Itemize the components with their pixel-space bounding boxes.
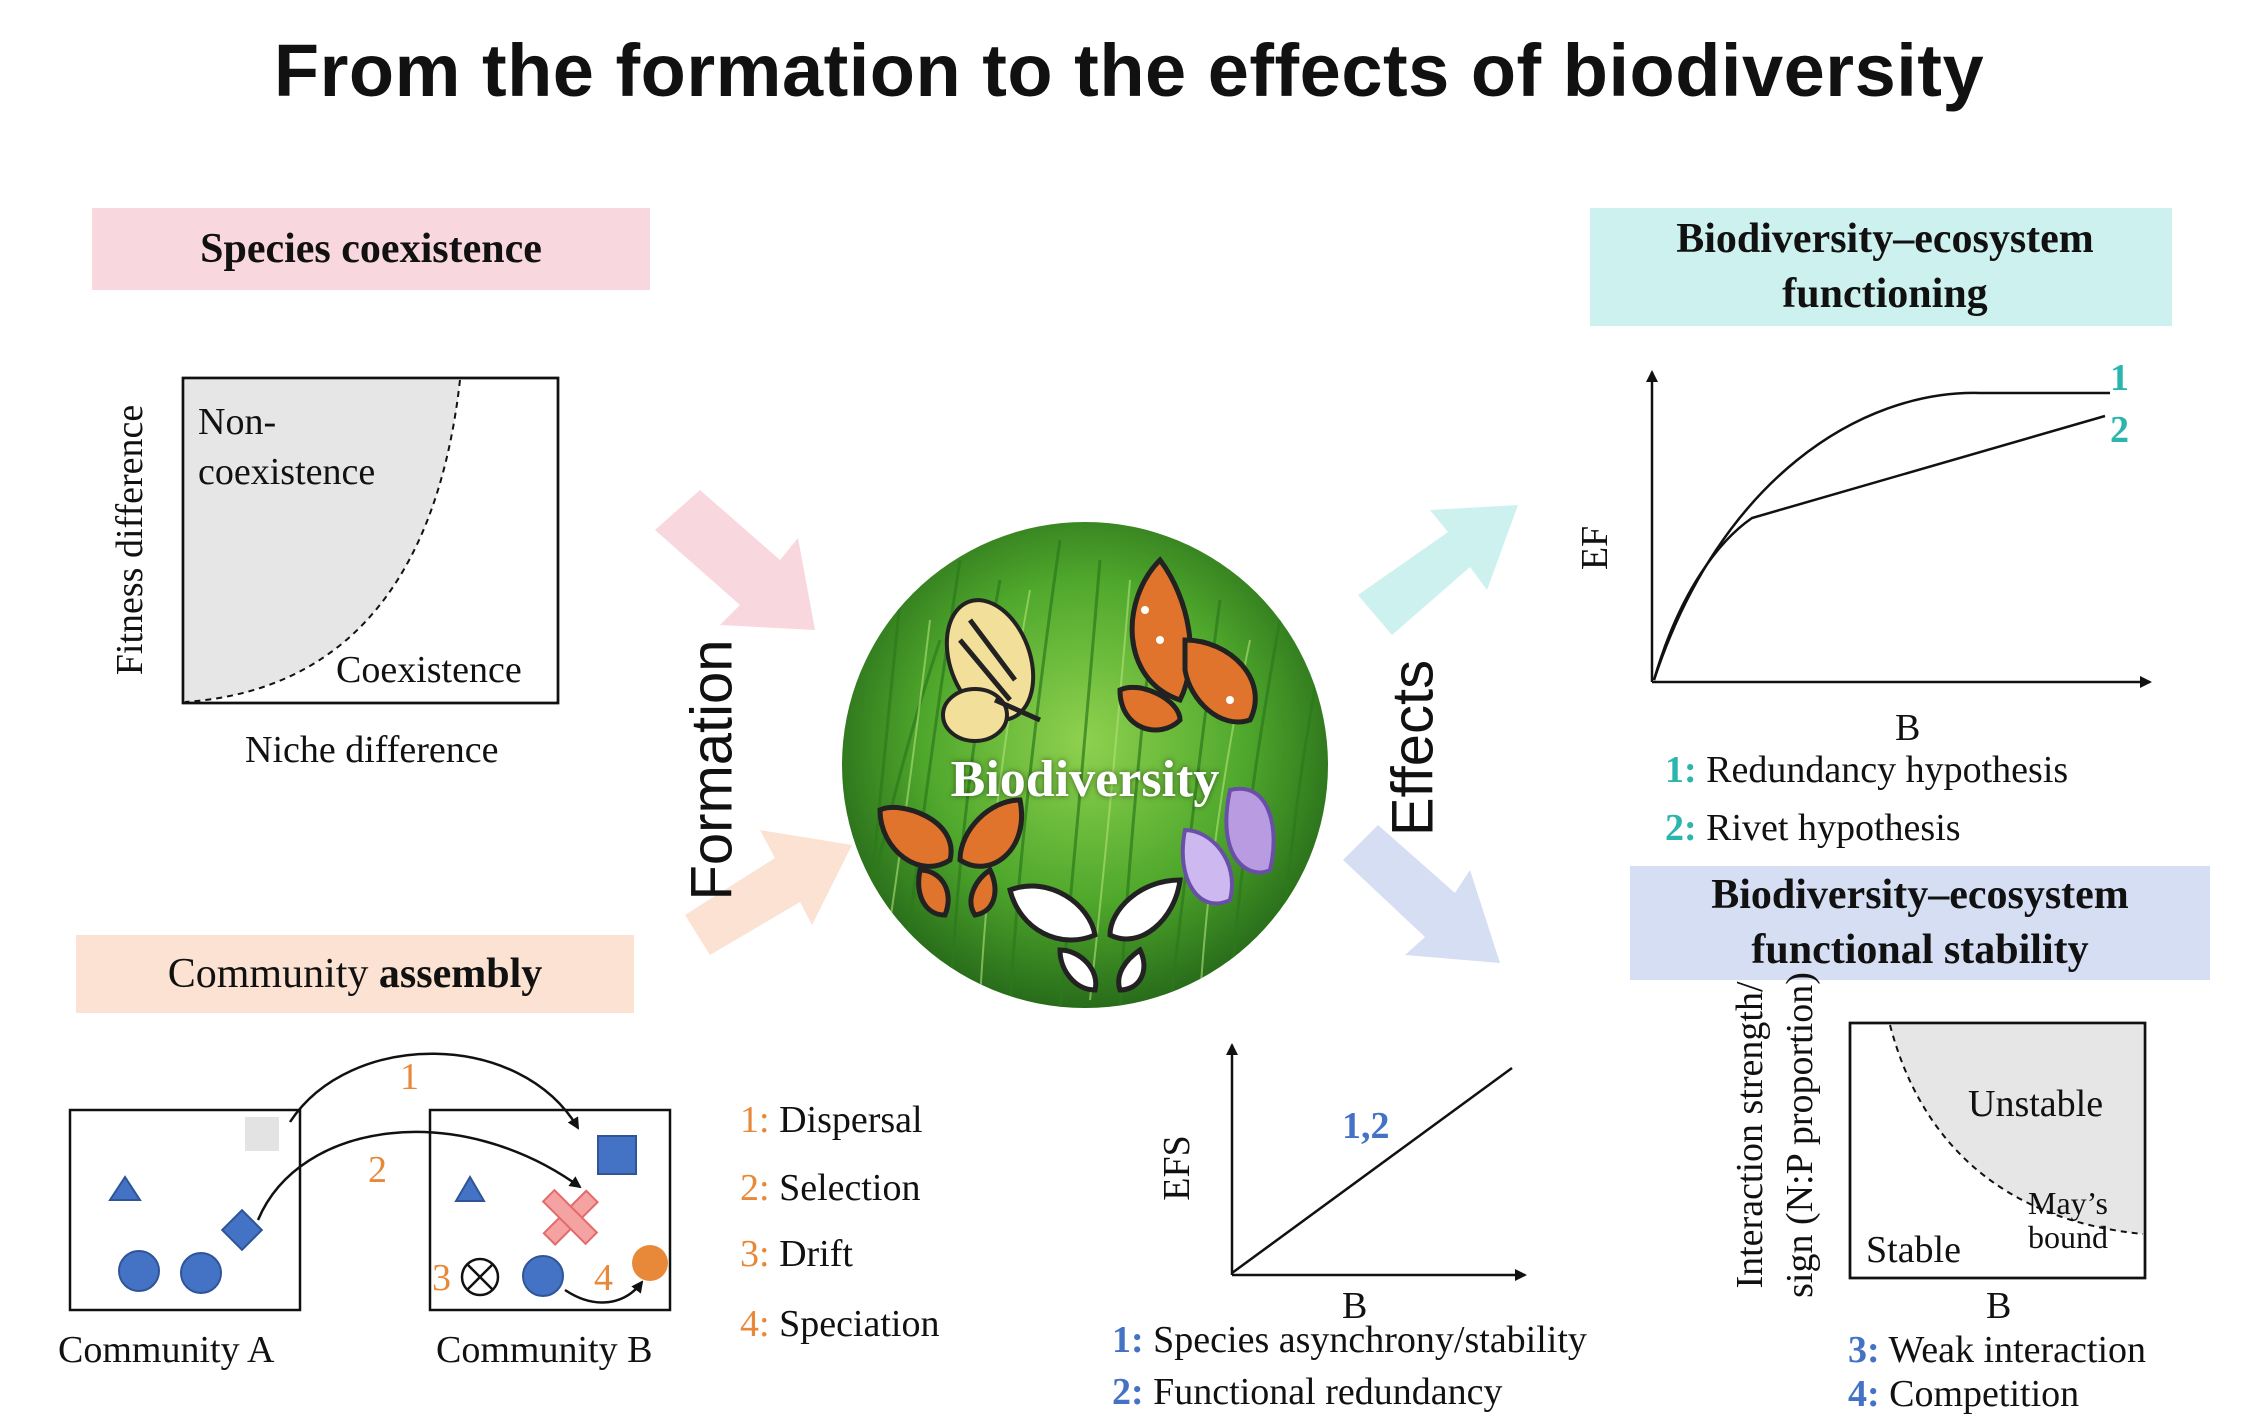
process-item: 4: Speciation <box>740 1303 940 1345</box>
dispersal-arrow-label: 1 <box>400 1056 419 1098</box>
stable-label: Stable <box>1866 1229 1961 1271</box>
effects-label: Effects <box>1380 659 1446 837</box>
bef-header: Biodiversity–ecosystem functioning <box>1676 216 2094 317</box>
coexistence-label: Coexistence <box>336 649 522 691</box>
curve-2-label: 2 <box>2110 409 2129 451</box>
species-triangle-a <box>108 1175 142 1201</box>
assembly-header: Community assembly <box>76 935 634 1013</box>
effects-arrow-top <box>1358 505 1518 635</box>
unstable-label: Unstable <box>1968 1083 2104 1125</box>
formation-label: Formation <box>679 639 745 901</box>
butterfly-swallowtail-icon <box>941 598 1042 743</box>
coexistence-xlabel: Niche difference <box>245 729 499 771</box>
stability-plot <box>1848 1021 2147 1280</box>
biodiversity-label: Biodiversity <box>950 751 1220 808</box>
process-item: 1: Dispersal <box>740 1099 923 1141</box>
butterfly-purple-icon <box>1180 786 1276 906</box>
species-circle-a1 <box>118 1250 160 1292</box>
efs-ylabel: EFS <box>1156 1135 1198 1201</box>
community-a-box <box>68 1108 302 1312</box>
coexistence-plot <box>181 376 560 705</box>
assembly-header-bold: assembly <box>378 950 543 997</box>
stability-ylabel-2: sign (N:P proportion) <box>1779 972 1821 1298</box>
butterfly-monarch-left-icon <box>877 797 1024 918</box>
selection-excluded-icon <box>541 1188 599 1246</box>
coexistence-boundary-line <box>184 379 461 703</box>
bef-ylabel: EF <box>1574 525 1616 571</box>
species-circle-new-orange <box>632 1245 668 1281</box>
effects-arrow-bottom <box>1343 825 1500 963</box>
species-square-b <box>597 1135 637 1175</box>
species-triangle-b <box>454 1175 486 1202</box>
empty-slot-square <box>245 1117 279 1151</box>
selection-arrow-label: 2 <box>368 1149 387 1191</box>
efs-xlabel: B <box>1342 1285 1368 1327</box>
efs-line <box>1231 1066 1513 1275</box>
stability-xlabel: B <box>1986 1285 2012 1327</box>
community-b-label: Community B <box>436 1329 653 1371</box>
stability-header-bg <box>1630 866 2210 980</box>
coexistence-header: Species coexistence <box>200 225 542 272</box>
redundancy-curve <box>1652 391 2110 681</box>
noncoexistence-label-1: Non- <box>198 401 277 443</box>
stability-legend-item: 4: Competition <box>1848 1373 2080 1415</box>
noncoexistence-label-2: coexistence <box>198 451 376 493</box>
formation-arrow-bottom <box>685 830 852 955</box>
community-b-box <box>428 1108 672 1312</box>
stability-header: Biodiversity–ecosystem functional stabil… <box>1711 872 2129 973</box>
curve-1-label: 1 <box>2110 357 2129 399</box>
efs-legend-item: 2: Functional redundancy <box>1112 1371 1503 1413</box>
bef-header-bg <box>1590 208 2172 326</box>
efs-legend-item: 1: Species asynchrony/stability <box>1112 1319 1587 1361</box>
bef-xlabel: B <box>1895 707 1921 749</box>
species-circle-a2 <box>180 1252 222 1294</box>
speciation-mark-label: 4 <box>594 1257 613 1299</box>
speciation-arrow <box>564 1280 644 1304</box>
efs-line-label: 1,2 <box>1342 1105 1390 1147</box>
stability-ylabel-1: Interaction strength/ <box>1729 981 1771 1289</box>
species-circle-b <box>522 1255 564 1297</box>
coexistence-ylabel: Fitness difference <box>109 404 151 676</box>
assembly-header-pre: Community <box>167 950 369 997</box>
mays-bound-label: May’s bound <box>2028 1185 2108 1255</box>
process-item: 3: Drift <box>740 1233 853 1275</box>
dispersal-arrow <box>288 1052 580 1130</box>
bef-legend-item: 1: Redundancy hypothesis <box>1665 749 2069 791</box>
butterfly-white-icon <box>1007 877 1183 993</box>
mays-bound-line <box>1889 1024 2144 1235</box>
assembly-header-bg <box>76 935 634 1013</box>
species-diamond-a <box>220 1208 264 1252</box>
bef-plot <box>1646 370 2152 688</box>
drift-extinct-icon <box>460 1257 500 1297</box>
formation-arrow-top <box>655 490 815 630</box>
bef-legend-item: 2: Rivet hypothesis <box>1665 807 1961 849</box>
drift-mark-label: 3 <box>432 1257 451 1299</box>
efs-plot <box>1226 1043 1527 1281</box>
butterfly-monarch-top-icon <box>1117 556 1258 733</box>
rivet-curve <box>1652 414 2106 681</box>
coexistence-header-bg <box>92 208 650 290</box>
process-item: 2: Selection <box>740 1167 921 1209</box>
community-a-label: Community A <box>58 1329 275 1371</box>
stability-legend-item: 3: Weak interaction <box>1848 1329 2147 1371</box>
page-title: From the formation to the effects of bio… <box>273 29 1985 112</box>
selection-arrow <box>256 1130 582 1221</box>
